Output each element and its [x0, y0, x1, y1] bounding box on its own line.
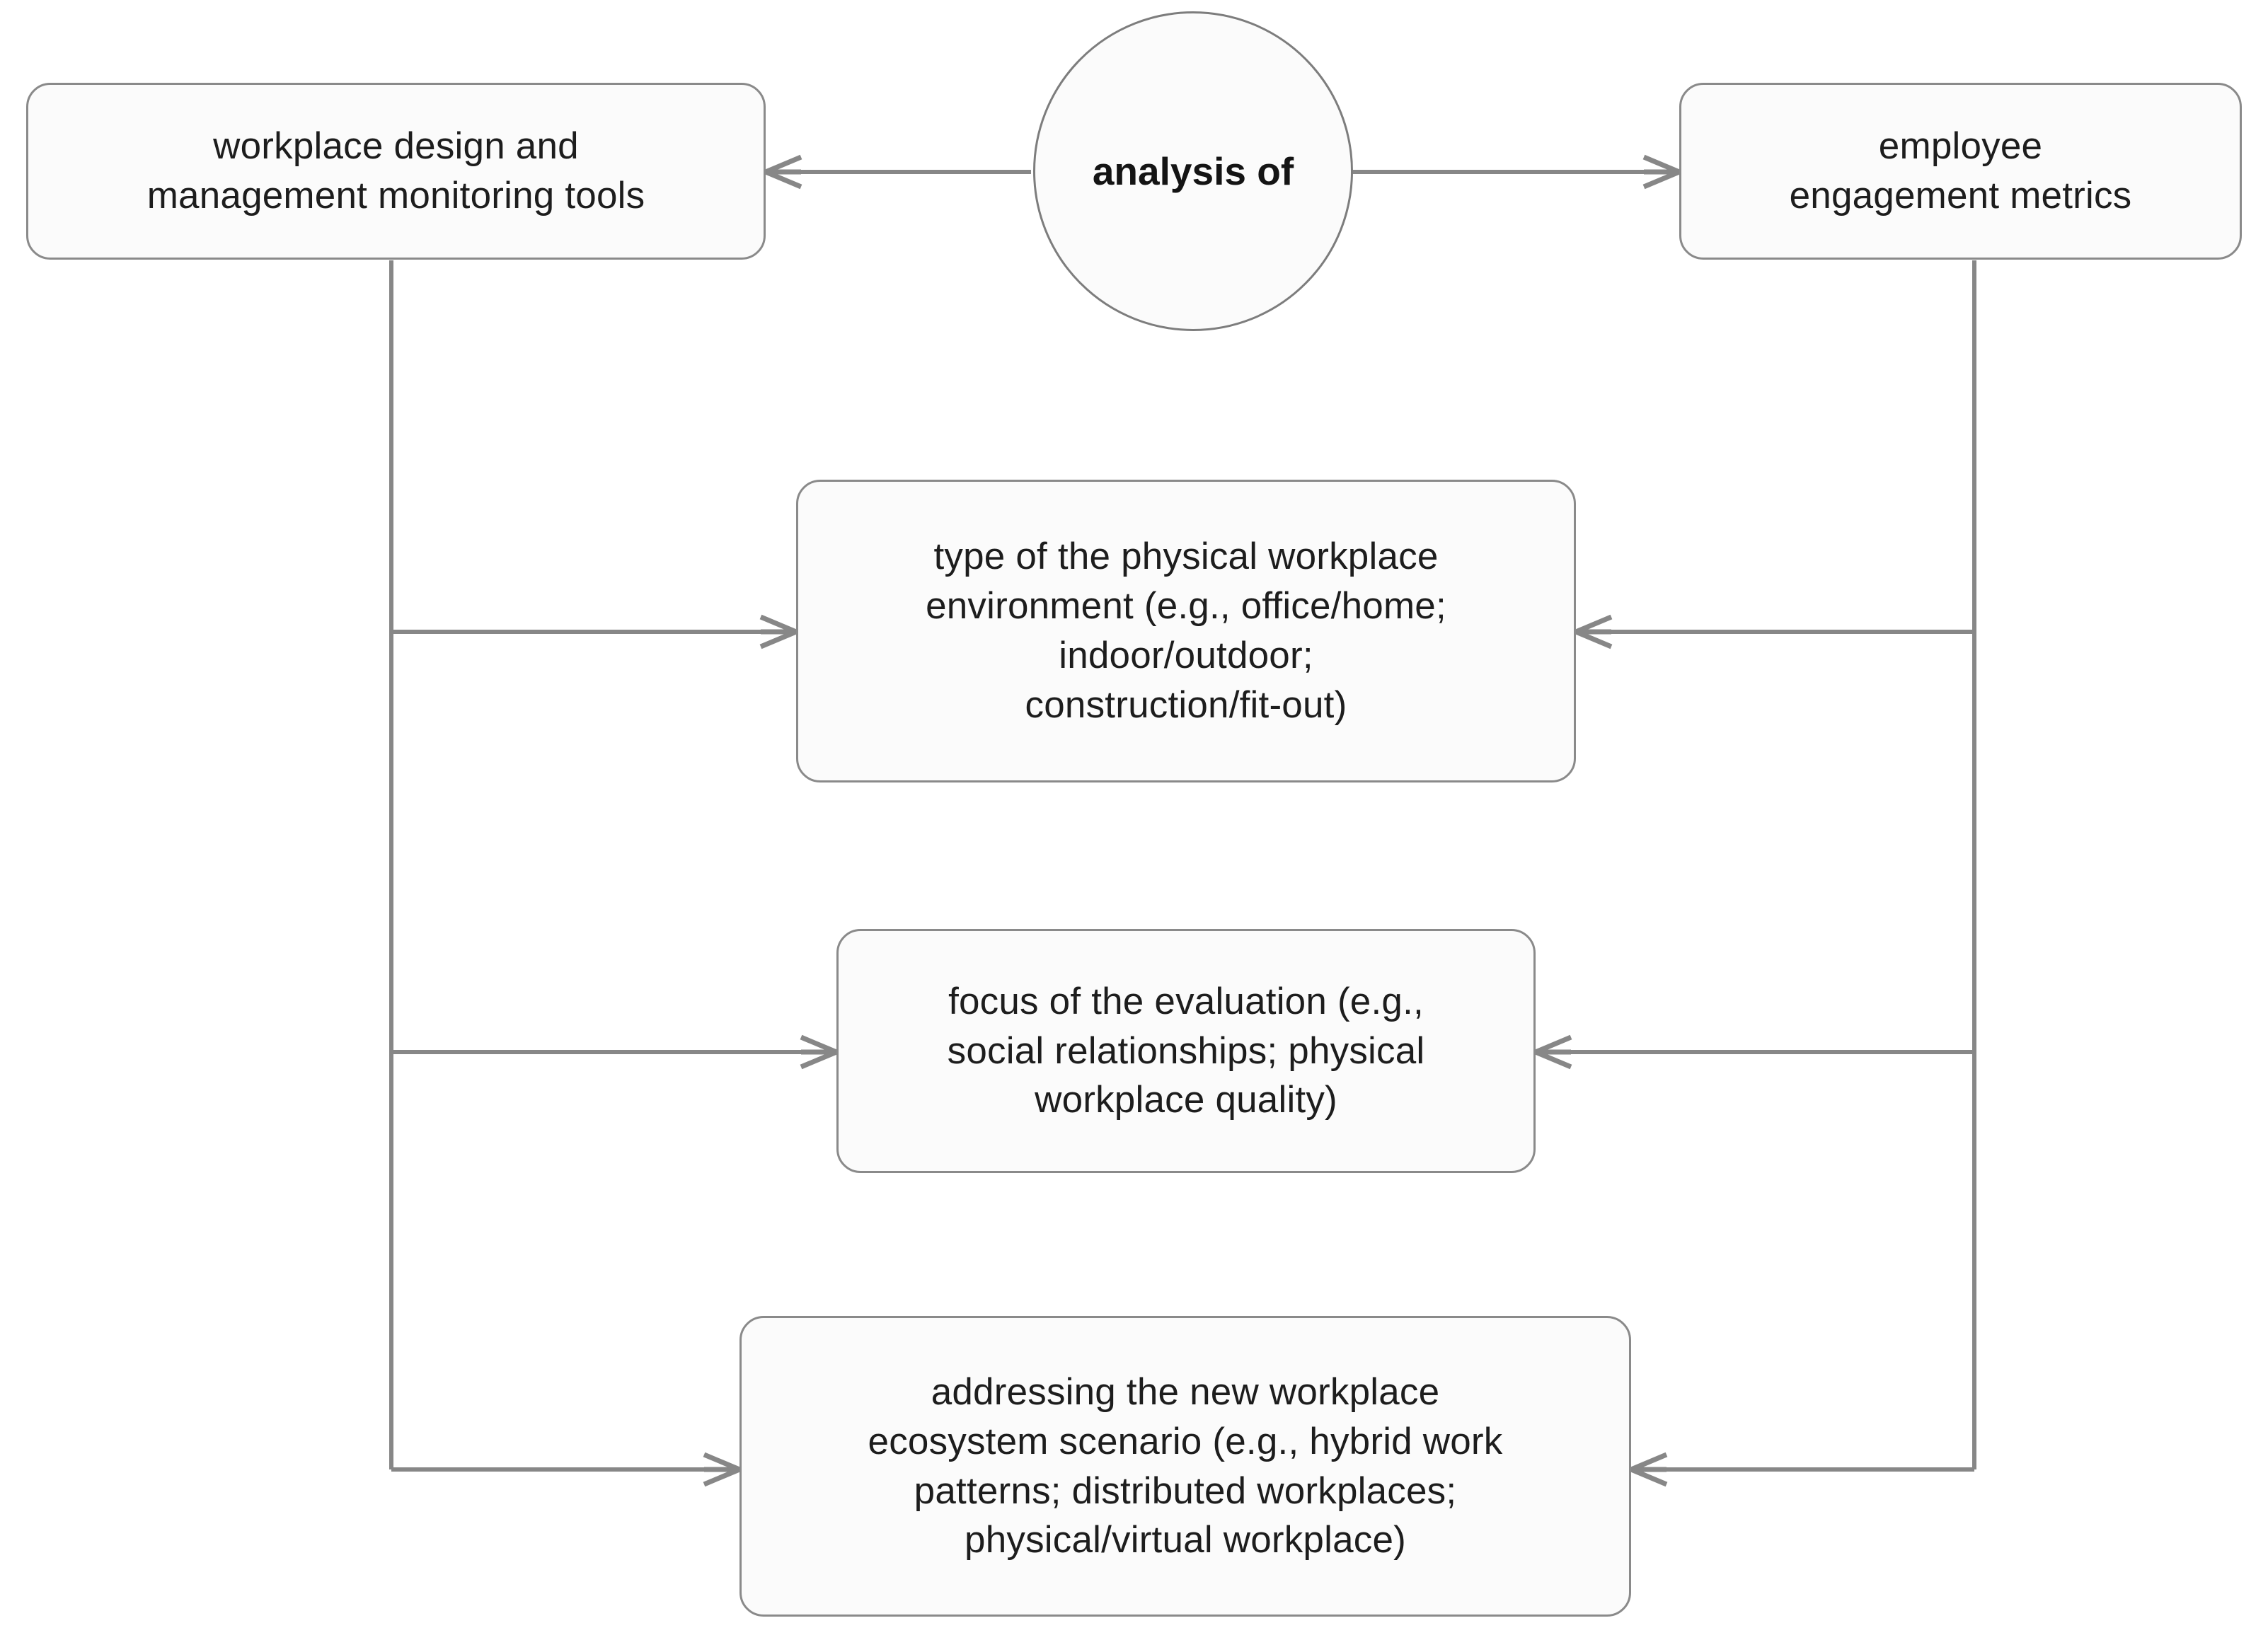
node-workplace-design-tools-label: workplace design and management monitori…: [146, 125, 645, 216]
connector-left-to-environment: [391, 614, 798, 649]
node-employee-engagement-metrics-label: employee engagement metrics: [1789, 125, 2132, 216]
connector-hub-to-right: [1335, 154, 1681, 190]
node-employee-engagement-metrics[interactable]: employee engagement metrics: [1679, 83, 2242, 260]
node-workplace-environment-type[interactable]: type of the physical workplace environme…: [796, 480, 1576, 782]
connector-right-to-environment: [1575, 614, 1974, 649]
node-evaluation-focus-label: focus of the evaluation (e.g., social re…: [947, 980, 1425, 1121]
connector-right-to-ecosystem: [1630, 1452, 1974, 1487]
node-workplace-environment-type-label: type of the physical workplace environme…: [926, 536, 1446, 726]
connector-left-to-focus: [391, 1034, 838, 1070]
connector-right-to-focus: [1534, 1034, 1974, 1070]
node-workplace-ecosystem-scenario-label: addressing the new workplace ecosystem s…: [868, 1370, 1503, 1561]
connector-left-to-ecosystem: [391, 1452, 741, 1487]
hub-analysis-of[interactable]: analysis of: [1033, 11, 1353, 331]
hub-analysis-of-label: analysis of: [1092, 149, 1294, 193]
node-workplace-design-tools[interactable]: workplace design and management monitori…: [26, 83, 766, 260]
node-evaluation-focus[interactable]: focus of the evaluation (e.g., social re…: [836, 929, 1536, 1173]
node-workplace-ecosystem-scenario[interactable]: addressing the new workplace ecosystem s…: [739, 1316, 1631, 1617]
connector-hub-to-left: [764, 154, 1031, 190]
